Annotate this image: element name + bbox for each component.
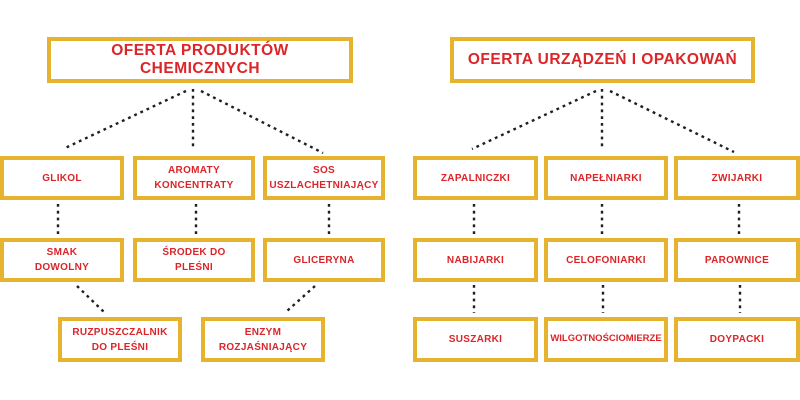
node-doypacki: DOYPACKI (674, 317, 800, 362)
connector-devices-header-zwijarki (609, 89, 735, 154)
node-parownice: PAROWNICE (674, 238, 800, 282)
connector-devices-header-zapalniczki (471, 89, 597, 151)
node-ruzpuszczalnik-do-plesni: RUZPUSZCZALNIK DO PLEŚNI (58, 317, 182, 362)
connector-chemical-header-sos (200, 89, 324, 155)
node-enzym-rozjasniajacy: ENZYM ROZJAŚNIAJĄCY (201, 317, 325, 362)
node-sos-uszlachetniajacy: SOS USZLACHETNIAJĄCY (263, 156, 385, 200)
node-zwijarki: ZWIJARKI (674, 156, 800, 200)
connector-chemical-header-glikol (62, 89, 187, 151)
node-gliceryna: GLICERYNA (263, 238, 385, 282)
node-celofoniarki: CELOFONIARKI (544, 238, 668, 282)
header-chemical-products-offer: OFERTA PRODUKTÓW CHEMICZNYCH (47, 37, 353, 83)
node-napelniarki: NAPEŁNIARKI (544, 156, 668, 200)
connector-gliceryna-enzym (286, 285, 316, 312)
node-nabijarki: NABIJARKI (413, 238, 538, 282)
node-suszarki: SUSZARKI (413, 317, 538, 362)
node-wilgotnosciomierze: WILGOTNOŚCIOMIERZE (544, 317, 668, 362)
node-zapalniczki: ZAPALNICZKI (413, 156, 538, 200)
node-smak-dowolny: SMAK DOWOLNY (0, 238, 124, 282)
node-srodek-do-plesni: ŚRODEK DO PLEŚNI (133, 238, 255, 282)
node-aromaty-koncentraty: AROMATY KONCENTRATY (133, 156, 255, 200)
header-devices-packaging-offer: OFERTA URZĄDZEŃ I OPAKOWAŃ (450, 37, 755, 83)
node-glikol: GLIKOL (0, 156, 124, 200)
connector-smak-ruzpuszczalnik (76, 285, 106, 314)
